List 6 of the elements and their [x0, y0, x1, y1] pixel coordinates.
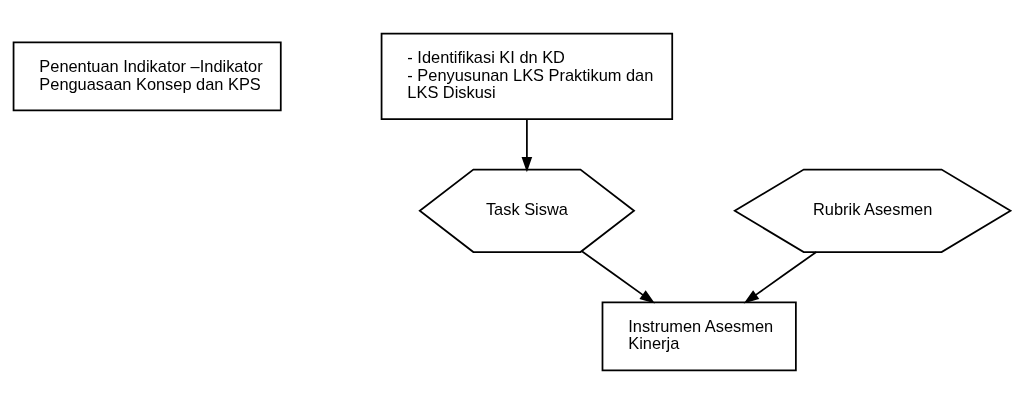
- arrow: [743, 250, 818, 303]
- node-box: Instrumen Asesmen Kinerja: [601, 300, 797, 371]
- node-box: Penentuan Indikator –Indikator Penguasaan Konsep dan KPS: [12, 41, 282, 111]
- arrow: [581, 249, 655, 304]
- arrow: [521, 118, 533, 172]
- node-box: - Identifikasi KI dn KD - Penyusunan LKS Praktikum dan LKS Diskusi: [380, 32, 674, 120]
